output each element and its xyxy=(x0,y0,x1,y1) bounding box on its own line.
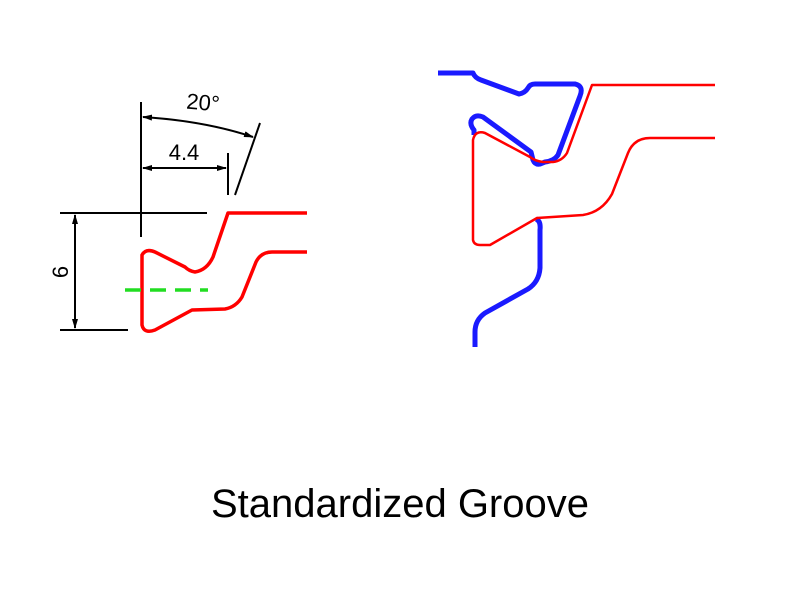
width-label: 4.4 xyxy=(169,140,200,165)
angle-label: 20° xyxy=(185,89,220,117)
height-label: 6 xyxy=(48,266,73,278)
angle-dimension-arc xyxy=(142,114,254,138)
seal-overlay-drawing xyxy=(438,70,715,347)
groove-profile-right xyxy=(471,83,715,247)
groove-profile-left xyxy=(140,211,307,333)
dimension-drawing xyxy=(60,102,261,331)
angle-slant-line xyxy=(234,122,261,196)
seal-lip-lower xyxy=(472,216,543,347)
seal-lip-upper xyxy=(438,70,584,167)
caption: Standardized Groove xyxy=(210,482,589,526)
